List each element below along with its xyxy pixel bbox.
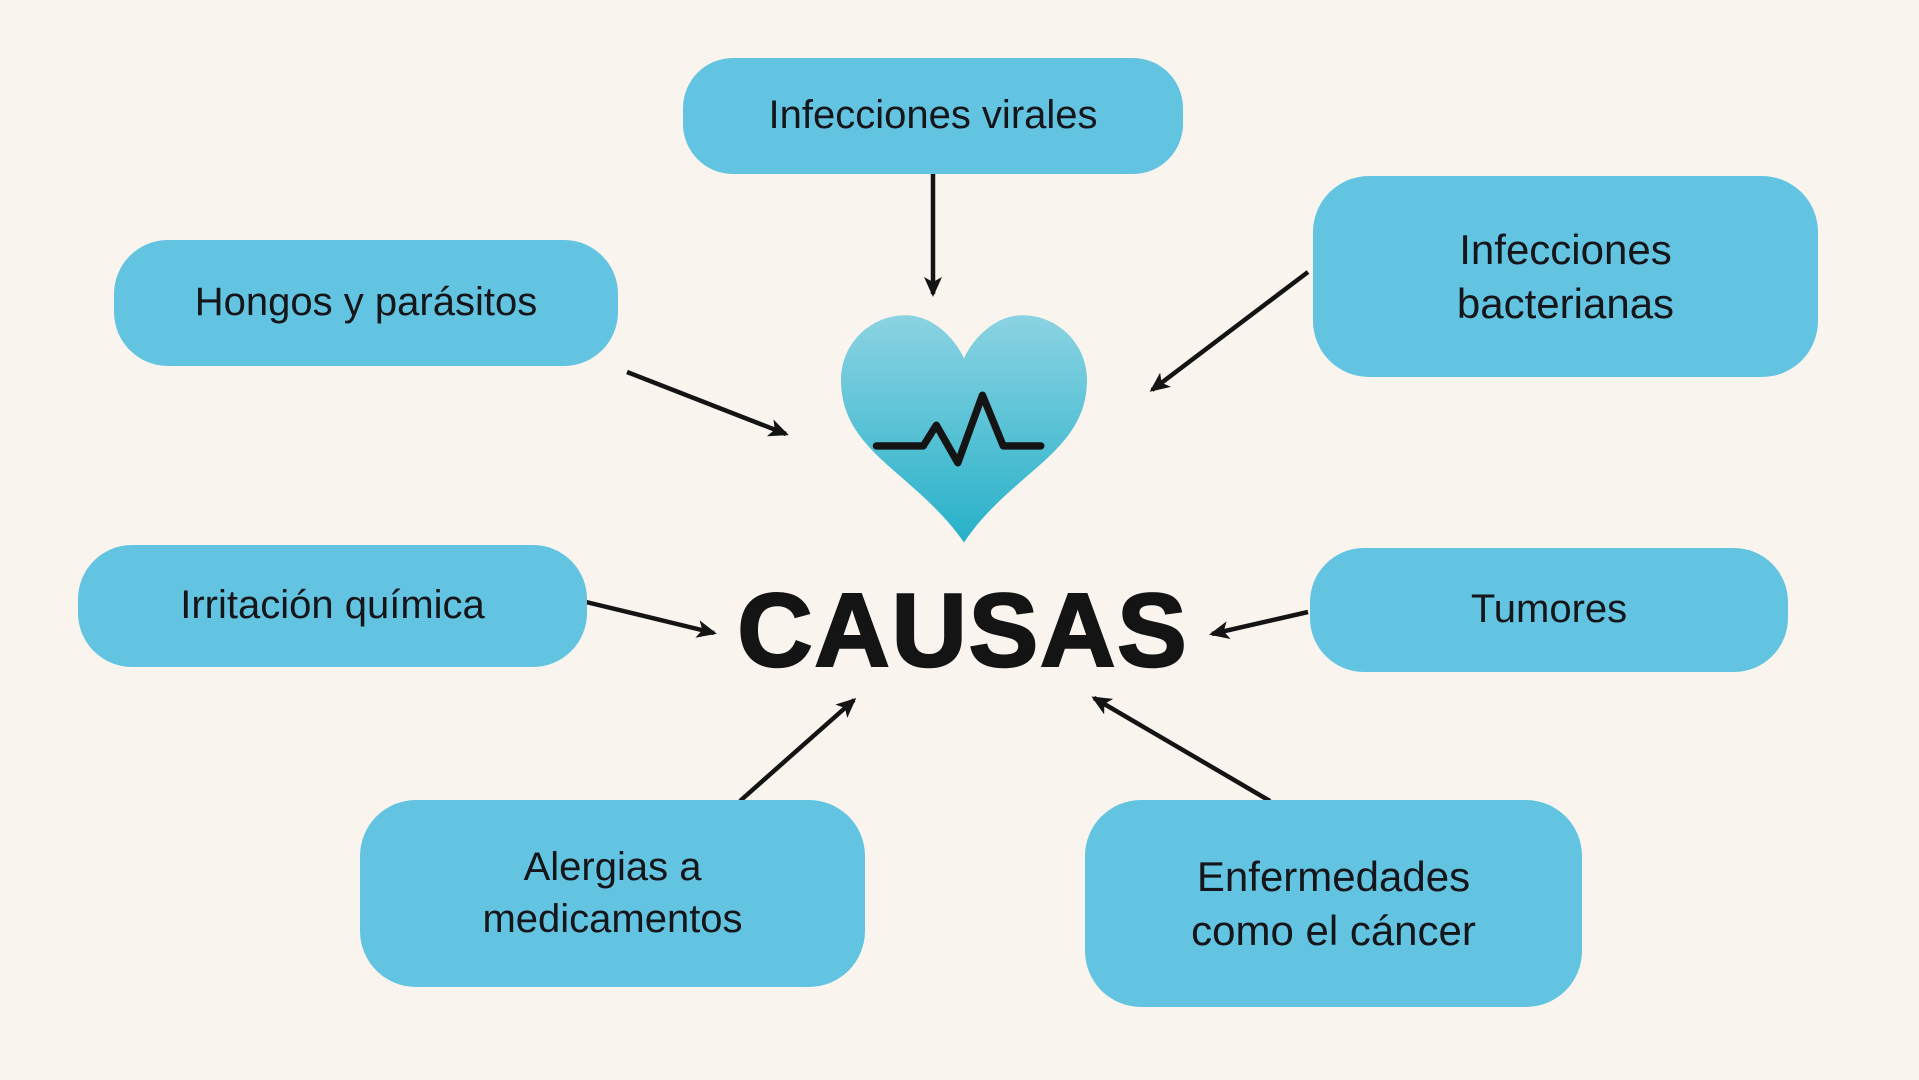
node-infecciones-virales[interactable]: Infecciones virales (683, 58, 1183, 174)
node-tumores[interactable]: Tumores (1310, 548, 1788, 672)
center-title: CAUSAS (736, 572, 1189, 691)
arrow-infecciones-bacterianas-to-causas (1149, 270, 1310, 392)
node-alergias-a-medicamentos[interactable]: Alergias a medicamentos (360, 800, 865, 987)
arrow-hongos-y-parasitos-to-causas (626, 369, 789, 437)
node-label: Infecciones virales (768, 93, 1098, 138)
node-label-line1: Alergias a (523, 845, 702, 890)
arrow-alergias-a-medicamentos-to-causas (738, 698, 857, 803)
node-label-line2: medicamentos (482, 896, 743, 941)
node-label-line1: Enfermedades (1196, 852, 1471, 900)
node-label-line2: bacterianas (1456, 279, 1675, 327)
node-label: Hongos y parásitos (194, 280, 538, 325)
node-hongos-y-parasitos[interactable]: Hongos y parásitos (114, 240, 618, 366)
heart-ecg-icon (841, 313, 1087, 545)
node-infecciones-bacterianas[interactable]: Infecciones bacterianas (1313, 176, 1818, 377)
node-irritacion-quimica[interactable]: Irritación química (78, 545, 587, 667)
ecg-line (872, 391, 1045, 467)
heart-shape (841, 315, 1087, 543)
arrow-enfermedades-como-el-cancer-to-causas (1091, 696, 1272, 803)
node-label: Irritación química (180, 583, 485, 628)
node-label-line1: Infecciones (1459, 225, 1672, 273)
node-label: Tumores (1470, 587, 1628, 632)
node-enfermedades-como-el-cancer[interactable]: Enfermedades como el cáncer (1085, 800, 1582, 1007)
node-label-line2: como el cáncer (1191, 906, 1476, 954)
